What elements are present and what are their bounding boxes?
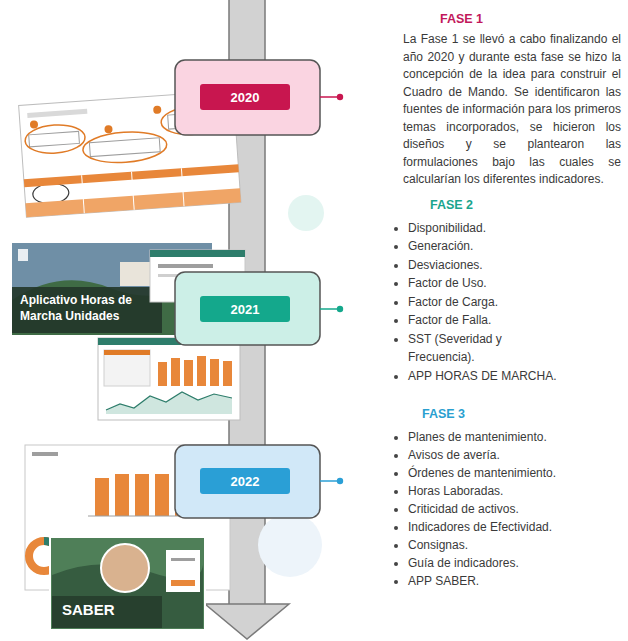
screenshot-caption: SABER bbox=[62, 601, 158, 619]
bullet-item: Disponibilidad. bbox=[390, 219, 624, 238]
chart-bar bbox=[184, 360, 193, 386]
bullet-item: Factor de Carga. bbox=[390, 293, 624, 312]
leader-line bbox=[320, 308, 338, 310]
chart-bar bbox=[210, 359, 219, 386]
photo-hands bbox=[101, 544, 149, 592]
bullet-item: Horas Laboradas. bbox=[390, 482, 624, 500]
phase-heading: FASE 2 bbox=[430, 196, 624, 214]
chart-bar bbox=[197, 356, 206, 386]
screenshot-caption: Aplicativo Horas de Marcha Unidades bbox=[20, 292, 158, 324]
bullet-item: Avisos de avería. bbox=[390, 446, 624, 464]
chart-window bbox=[98, 338, 240, 420]
chart-bar bbox=[115, 474, 129, 516]
highlight-ellipse bbox=[82, 129, 168, 165]
callout-dot bbox=[153, 106, 162, 115]
chart-bar bbox=[158, 362, 167, 386]
chart-area bbox=[106, 392, 232, 414]
leader-dot bbox=[337, 478, 343, 484]
year-panel bbox=[175, 445, 320, 518]
bullet-item: Guía de indicadores. bbox=[390, 554, 624, 572]
photo-overlay bbox=[52, 596, 162, 628]
phase-description: La Fase 1 se llevó a cabo finalizando el… bbox=[403, 31, 621, 189]
login-line bbox=[158, 264, 213, 268]
table-rule bbox=[132, 172, 135, 210]
screenshot-cell bbox=[89, 138, 160, 157]
bullet-item: Desviaciones. bbox=[390, 256, 624, 275]
screenshot-line bbox=[27, 109, 87, 118]
callout-dot bbox=[30, 120, 39, 129]
bullet-item: Factor de Falla. bbox=[390, 311, 624, 330]
bullet-item: APP HORAS DE MARCHA. bbox=[390, 367, 624, 386]
phase-heading: FASE 3 bbox=[422, 405, 624, 423]
bullet-item: Órdenes de mantenimiento. bbox=[390, 464, 624, 482]
leader-line bbox=[320, 96, 338, 98]
bullet-item: Planes de mantenimiento. bbox=[390, 428, 624, 446]
chart-bar bbox=[155, 474, 169, 516]
chart-bar bbox=[223, 361, 232, 386]
chart-line bbox=[106, 392, 232, 410]
logo-mark bbox=[18, 249, 28, 261]
text-column: SABER bbox=[62, 601, 158, 619]
bullet-item: APP SABER. bbox=[390, 572, 624, 590]
table-rule bbox=[82, 175, 85, 213]
text-column: FASE 1 La Fase 1 se llevó a cabo finaliza… bbox=[388, 10, 624, 590]
bullet-item: Generación. bbox=[390, 237, 624, 256]
chart-table-head bbox=[104, 350, 150, 355]
year-label: 2021 bbox=[231, 302, 260, 317]
year-box: 2021 bbox=[200, 296, 290, 322]
photo-overlay bbox=[12, 287, 162, 333]
timeline-head bbox=[205, 604, 289, 639]
year-label: 2020 bbox=[231, 90, 260, 105]
bullet-item: Criticidad de activos. bbox=[390, 500, 624, 518]
login-line bbox=[171, 558, 195, 561]
text-column: Aplicativo Horas de Marcha Unidades bbox=[20, 292, 158, 324]
photo-frame bbox=[50, 537, 205, 630]
screenshot-cell bbox=[29, 131, 80, 146]
year-panel bbox=[175, 60, 320, 135]
chart-title-line bbox=[32, 452, 58, 456]
bullet-item: Factor de Uso. bbox=[390, 274, 624, 293]
year-box: 2022 bbox=[200, 468, 290, 494]
callout-dot bbox=[104, 125, 113, 134]
table-rule bbox=[181, 168, 184, 206]
deco-circle bbox=[288, 195, 324, 231]
bullet-item: Indicadores de Efectividad. bbox=[390, 518, 624, 536]
deco-circle bbox=[258, 513, 322, 577]
year-panel bbox=[175, 272, 320, 345]
leader-line bbox=[320, 480, 338, 482]
phase-heading: FASE 1 bbox=[440, 10, 624, 28]
login-card bbox=[166, 550, 200, 592]
leader-dot bbox=[337, 306, 343, 312]
year-label: 2022 bbox=[231, 474, 260, 489]
bullet-item: SST (Severidad y Frecuencia). bbox=[390, 330, 558, 367]
chart-table bbox=[104, 350, 150, 386]
chart-bar bbox=[95, 478, 109, 516]
login-header bbox=[150, 250, 245, 257]
leader-dot bbox=[337, 94, 343, 100]
chart-bar bbox=[171, 358, 180, 386]
login-button bbox=[171, 580, 195, 586]
chart-bar bbox=[135, 474, 149, 516]
year-box: 2020 bbox=[200, 84, 290, 110]
bullet-item: Consignas. bbox=[390, 536, 624, 554]
